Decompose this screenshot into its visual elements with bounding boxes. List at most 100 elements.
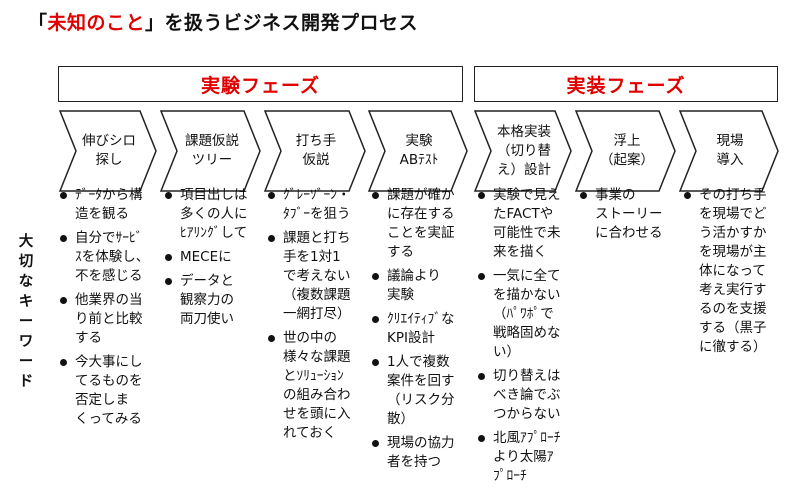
keyword-item: 他業界の当り前と比較する — [58, 291, 158, 348]
phase-experiment: 実験フェーズ — [58, 66, 463, 102]
step-label-line: 実験 — [405, 133, 433, 149]
keyword-line: ｸﾘｴｲﾃｨﾌﾞな — [387, 311, 455, 327]
title-suffix: 」を扱うビジネス開発プロセス — [145, 12, 419, 34]
keyword-line: （複数課題 — [283, 287, 351, 303]
title-highlight: 未知のこと — [47, 12, 146, 34]
chevron-step-2 — [159, 110, 261, 192]
step-label-6: 浮上 （起案） — [583, 110, 671, 192]
keyword-line: 課題と打ち — [283, 230, 351, 246]
keyword-line: （ﾊﾟﾜﾎﾟで — [493, 306, 554, 322]
keyword-item: MECEに — [163, 248, 263, 267]
step-label-4: 実験 ABﾃｽﾄ — [376, 110, 462, 192]
keyword-line: せを頭に入 — [283, 406, 351, 422]
keyword-line: 今大事にし — [75, 354, 143, 370]
step-label-1: 伸びシロ 探し — [66, 110, 152, 192]
keyword-item: 現場の協力者を持つ — [370, 434, 470, 472]
keyword-line: れておく — [283, 425, 337, 441]
keyword-list: ﾃﾞｰﾀから構造を観る 自分でｻｰﾋﾞ ｽを体験し、不を感じる 他業界の当り前と比… — [58, 186, 158, 429]
keyword-line: （リスク分 — [387, 392, 455, 408]
step-label-line: 探し — [95, 152, 123, 168]
keyword-line: 項目出しは — [180, 187, 248, 203]
keyword-line: ストーリー — [595, 206, 663, 222]
keyword-list: 事業のストーリーに合わせる — [578, 186, 678, 243]
keyword-line: 戦略固めな — [493, 325, 561, 341]
keyword-line: 不を感じる — [75, 268, 143, 284]
keyword-item: 実験で見えたFACTや可能性で未来を描く — [476, 186, 576, 262]
keyword-column-2: 項目出しは多くの人にﾋｱﾘﾝｸﾞして MECEに データと観察力の両刀使い — [163, 186, 263, 334]
step-label-3: 打ち手 仮説 — [272, 110, 360, 192]
keyword-line: KPI設計 — [387, 330, 435, 346]
step-label-line: （切り替 — [497, 142, 551, 159]
keyword-line: 一網打尽） — [283, 306, 351, 322]
keyword-column-1: ﾃﾞｰﾀから構造を観る 自分でｻｰﾋﾞ ｽを体験し、不を感じる 他業界の当り前と比… — [58, 186, 158, 434]
keyword-line: てるものを — [75, 373, 143, 389]
keyword-line: 他業界の当 — [75, 292, 143, 308]
chevron-step-1 — [58, 110, 157, 192]
keyword-line: 散） — [387, 411, 414, 427]
step-label-line: （起案） — [600, 152, 654, 168]
keyword-line: 否定しま — [75, 392, 129, 408]
keyword-line: する（黒子 — [699, 320, 767, 336]
keyword-line: ことを実証 — [387, 225, 455, 241]
title-prefix: 「 — [28, 12, 48, 34]
keyword-line: 様々な課題 — [283, 349, 351, 365]
keyword-line: べき論でぶ — [493, 387, 561, 403]
keyword-line: に存在する — [387, 206, 455, 222]
keyword-line: で考えない — [283, 268, 351, 284]
keyword-line: 可能性で未 — [493, 225, 561, 241]
keyword-item: 一気に全てを描かない（ﾊﾟﾜﾎﾟで戦略固めない） — [476, 267, 576, 362]
step-label-line: 伸びシロ — [82, 133, 136, 149]
keyword-line: より太陽ｱ — [493, 449, 554, 465]
keyword-line: 議論より — [387, 268, 441, 284]
step-label-line: 浮上 — [613, 133, 641, 149]
keyword-line: つからない — [493, 406, 561, 422]
step-label-line: 課題仮説 — [185, 133, 239, 149]
keyword-line: う活かすか — [699, 225, 767, 241]
step-label-5: 本格実装 （切り替 え）設計 — [481, 110, 567, 192]
step-label-line: ABﾃｽﾄ — [399, 152, 439, 168]
step-label-line: 現場 — [716, 133, 744, 149]
keyword-item: 事業のストーリーに合わせる — [578, 186, 678, 243]
keyword-line: 切り替えは — [493, 368, 561, 384]
phase-implementation: 実装フェーズ — [474, 66, 778, 102]
keyword-line: 両刀使い — [180, 311, 234, 327]
step-label-line: 本格実装 — [497, 123, 551, 140]
step-label-7: 現場 導入 — [687, 110, 773, 192]
keyword-line: 案件を回す — [387, 373, 455, 389]
keyword-item: 北風ｱﾌﾟﾛｰﾁより太陽ｱﾌﾟﾛｰﾁ — [476, 429, 576, 486]
step-label-line: 導入 — [716, 152, 744, 168]
keyword-line: 1人で複数 — [387, 354, 450, 370]
keyword-list: 項目出しは多くの人にﾋｱﾘﾝｸﾞして MECEに データと観察力の両刀使い — [163, 186, 263, 329]
chevron-step-6 — [574, 110, 676, 192]
keyword-line: たFACTや — [493, 206, 554, 222]
keyword-column-6: 事業のストーリーに合わせる — [578, 186, 678, 248]
keyword-line: 一気に全て — [493, 268, 561, 284]
keyword-line: ﾃﾞｰﾀから構 — [75, 187, 143, 203]
keyword-line: 北風ｱﾌﾟﾛｰﾁ — [493, 430, 561, 446]
keyword-item: 自分でｻｰﾋﾞ ｽを体験し、不を感じる — [58, 229, 158, 286]
keyword-line: ｽを体験し、 — [75, 249, 150, 265]
keyword-line: 者を持つ — [387, 454, 441, 470]
keyword-item: その打ち手を現場でどう活かすかを現場が主体になって考え実行するのを支援する（黒子… — [682, 186, 784, 357]
keyword-list: その打ち手を現場でどう活かすかを現場が主体になって考え実行するのを支援する（黒子… — [682, 186, 784, 357]
chevron-step-7 — [678, 110, 779, 192]
keyword-item: 今大事にしてるものを否定しまくってみる — [58, 353, 158, 429]
keyword-line: ｸﾞﾚｰｿﾞｰﾝ・ — [283, 187, 351, 203]
keyword-line: に徹する） — [699, 339, 767, 355]
process-chevrons — [58, 110, 779, 192]
keyword-line: 体になって — [699, 263, 766, 279]
keyword-line: 世の中の — [283, 330, 337, 346]
keyword-column-5: 実験で見えたFACTや可能性で未来を描く 一気に全てを描かない （ﾊﾟﾜﾎﾟで戦略… — [476, 186, 576, 491]
keyword-item: 議論より実験 — [370, 267, 470, 305]
keyword-line: データと — [180, 273, 234, 289]
keyword-line: を描かない — [493, 287, 561, 303]
keyword-line: 自分でｻｰﾋﾞ — [75, 230, 143, 246]
keyword-item: 1人で複数案件を回す （リスク分散） — [370, 353, 470, 429]
keyword-item: ﾃﾞｰﾀから構造を観る — [58, 186, 158, 224]
side-label-keywords: 大切なキーワード — [18, 232, 34, 392]
keyword-item: ｸﾘｴｲﾃｨﾌﾞな KPI設計 — [370, 310, 470, 348]
keyword-line: 実験 — [387, 287, 414, 303]
